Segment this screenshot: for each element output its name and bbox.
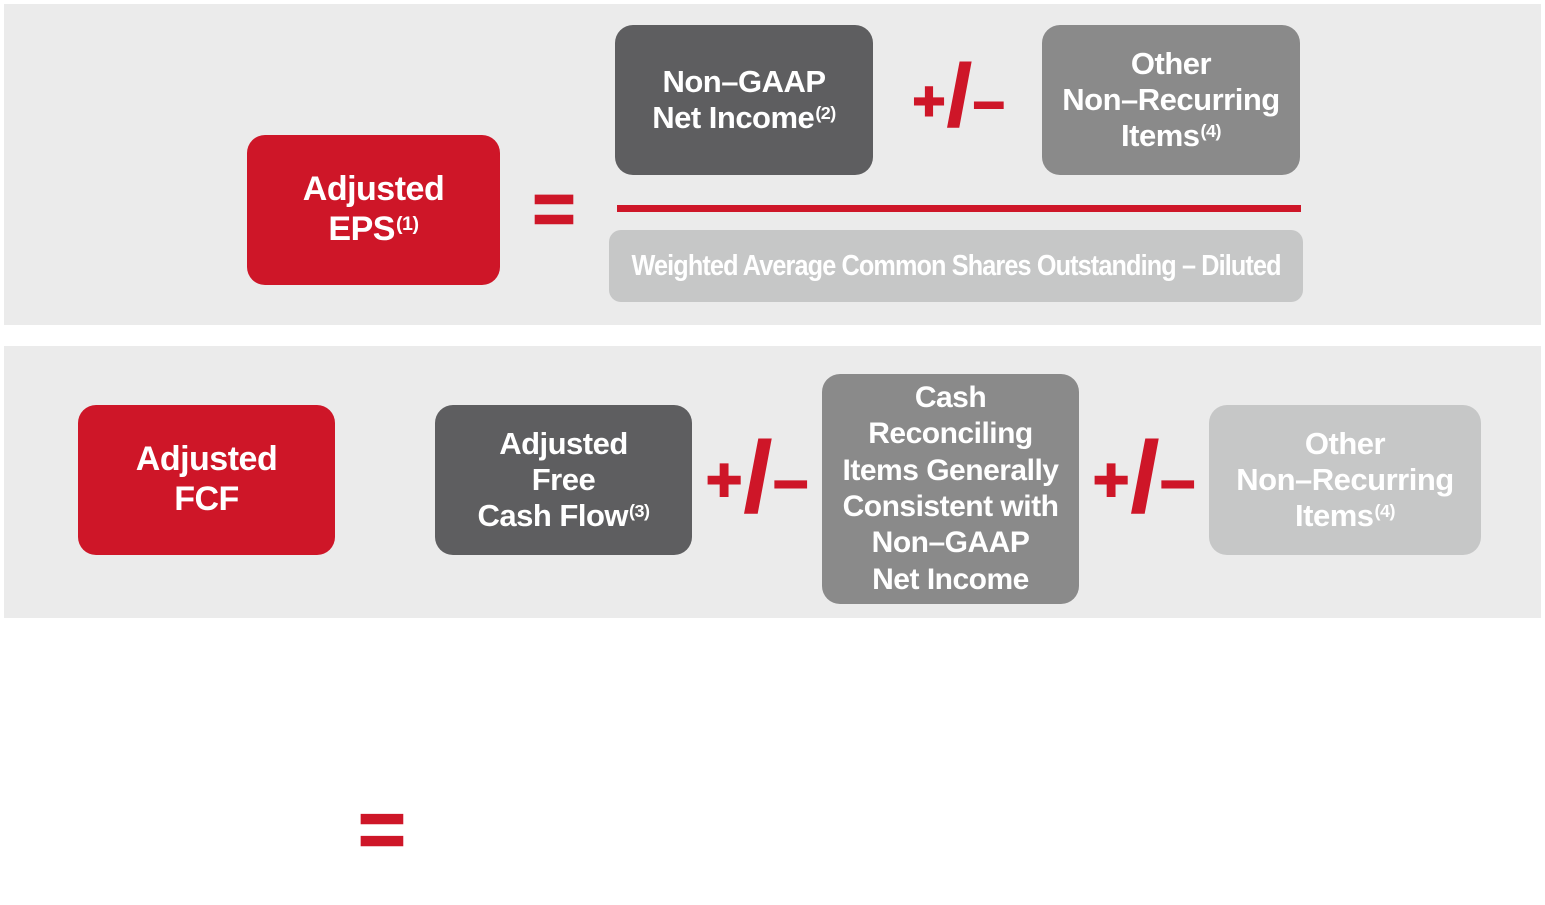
box-label-text: Cash Flow [477,498,629,534]
box-label-line: Net Income(2) [652,100,836,136]
box-label-line: Items(4) [1295,498,1395,534]
minus-sign: – [772,445,809,516]
slash-sign: / [1130,421,1159,532]
box-label-line: Free [531,461,596,497]
plus-minus-operator: + / – [692,405,822,555]
minus-sign: – [1159,445,1196,516]
adjusted-fcf-formula-panel: Adjusted FCF = Adjusted Free Cash Flow(3… [4,346,1541,876]
weighted-average-shares-box: Weighted Average Common Shares Outstandi… [609,230,1303,302]
other-non-recurring-items-box: Other Non–Recurring Items(4) [1209,405,1481,555]
slash-sign: / [743,421,772,532]
box-label-line: Adjusted [499,425,628,461]
box-label-line: Adjusted [302,170,445,209]
box-label-text: EPS [328,210,395,248]
box-label-line: Cash Flow(3) [478,498,650,534]
slash-sign: / [946,48,972,145]
box-label-text: Net Income [652,100,815,135]
plus-minus-operator: + / – [875,25,1042,175]
box-label-line: Non–GAAP [871,526,1030,560]
box-label-line: Weighted Average Common Shares Outstandi… [631,249,1281,282]
box-label-line: Reconciling [868,417,1033,451]
box-label-line: Items Generally [842,453,1059,487]
box-label-line: Consistent with [842,490,1059,523]
fraction-divider-line [617,205,1301,212]
box-label-line: Items(4) [1121,118,1221,154]
other-non-recurring-items-box: Other Non–Recurring Items(4) [1042,25,1300,175]
adjusted-eps-formula-panel: Adjusted EPS(1) = Non–GAAP Net Income(2)… [4,4,1541,325]
footnote-marker: (1) [395,213,419,236]
box-label-line: Cash [914,381,987,415]
plus-minus-operator: + / – [1079,405,1209,555]
non-gaap-net-income-box: Non–GAAP Net Income(2) [615,25,873,175]
box-label-text: Items [1295,498,1374,534]
footnote-marker: (4) [1374,501,1396,522]
box-label-line: FCF [174,480,239,518]
box-label-line: EPS(1) [328,210,419,250]
box-label-line: Non–Recurring [1062,81,1280,117]
plus-sign: + [912,68,947,133]
minus-sign: – [972,68,1005,133]
box-label-line: Adjusted [135,440,278,479]
box-label-text: Items [1121,118,1200,154]
adjusted-free-cash-flow-box: Adjusted Free Cash Flow(3) [435,405,692,555]
footnote-marker: (3) [629,501,650,522]
box-label-line: Non–Recurring [1236,461,1454,497]
adjusted-fcf-box: Adjusted FCF [78,405,335,555]
equals-sign: = [357,783,406,876]
box-label-line: Other [1130,45,1212,81]
box-label-line: Other [1304,425,1386,461]
plus-sign: + [705,445,743,516]
footnote-marker: (2) [815,103,836,124]
cash-reconciling-items-box: Cash Reconciling Items Generally Consist… [822,374,1079,604]
footnote-marker: (4) [1200,121,1222,142]
adjusted-eps-box: Adjusted EPS(1) [247,135,500,285]
box-label-line: Non–GAAP [662,63,826,99]
plus-sign: + [1092,445,1130,516]
box-label-line: Net Income [872,562,1029,596]
equals-sign: = [532,166,577,251]
